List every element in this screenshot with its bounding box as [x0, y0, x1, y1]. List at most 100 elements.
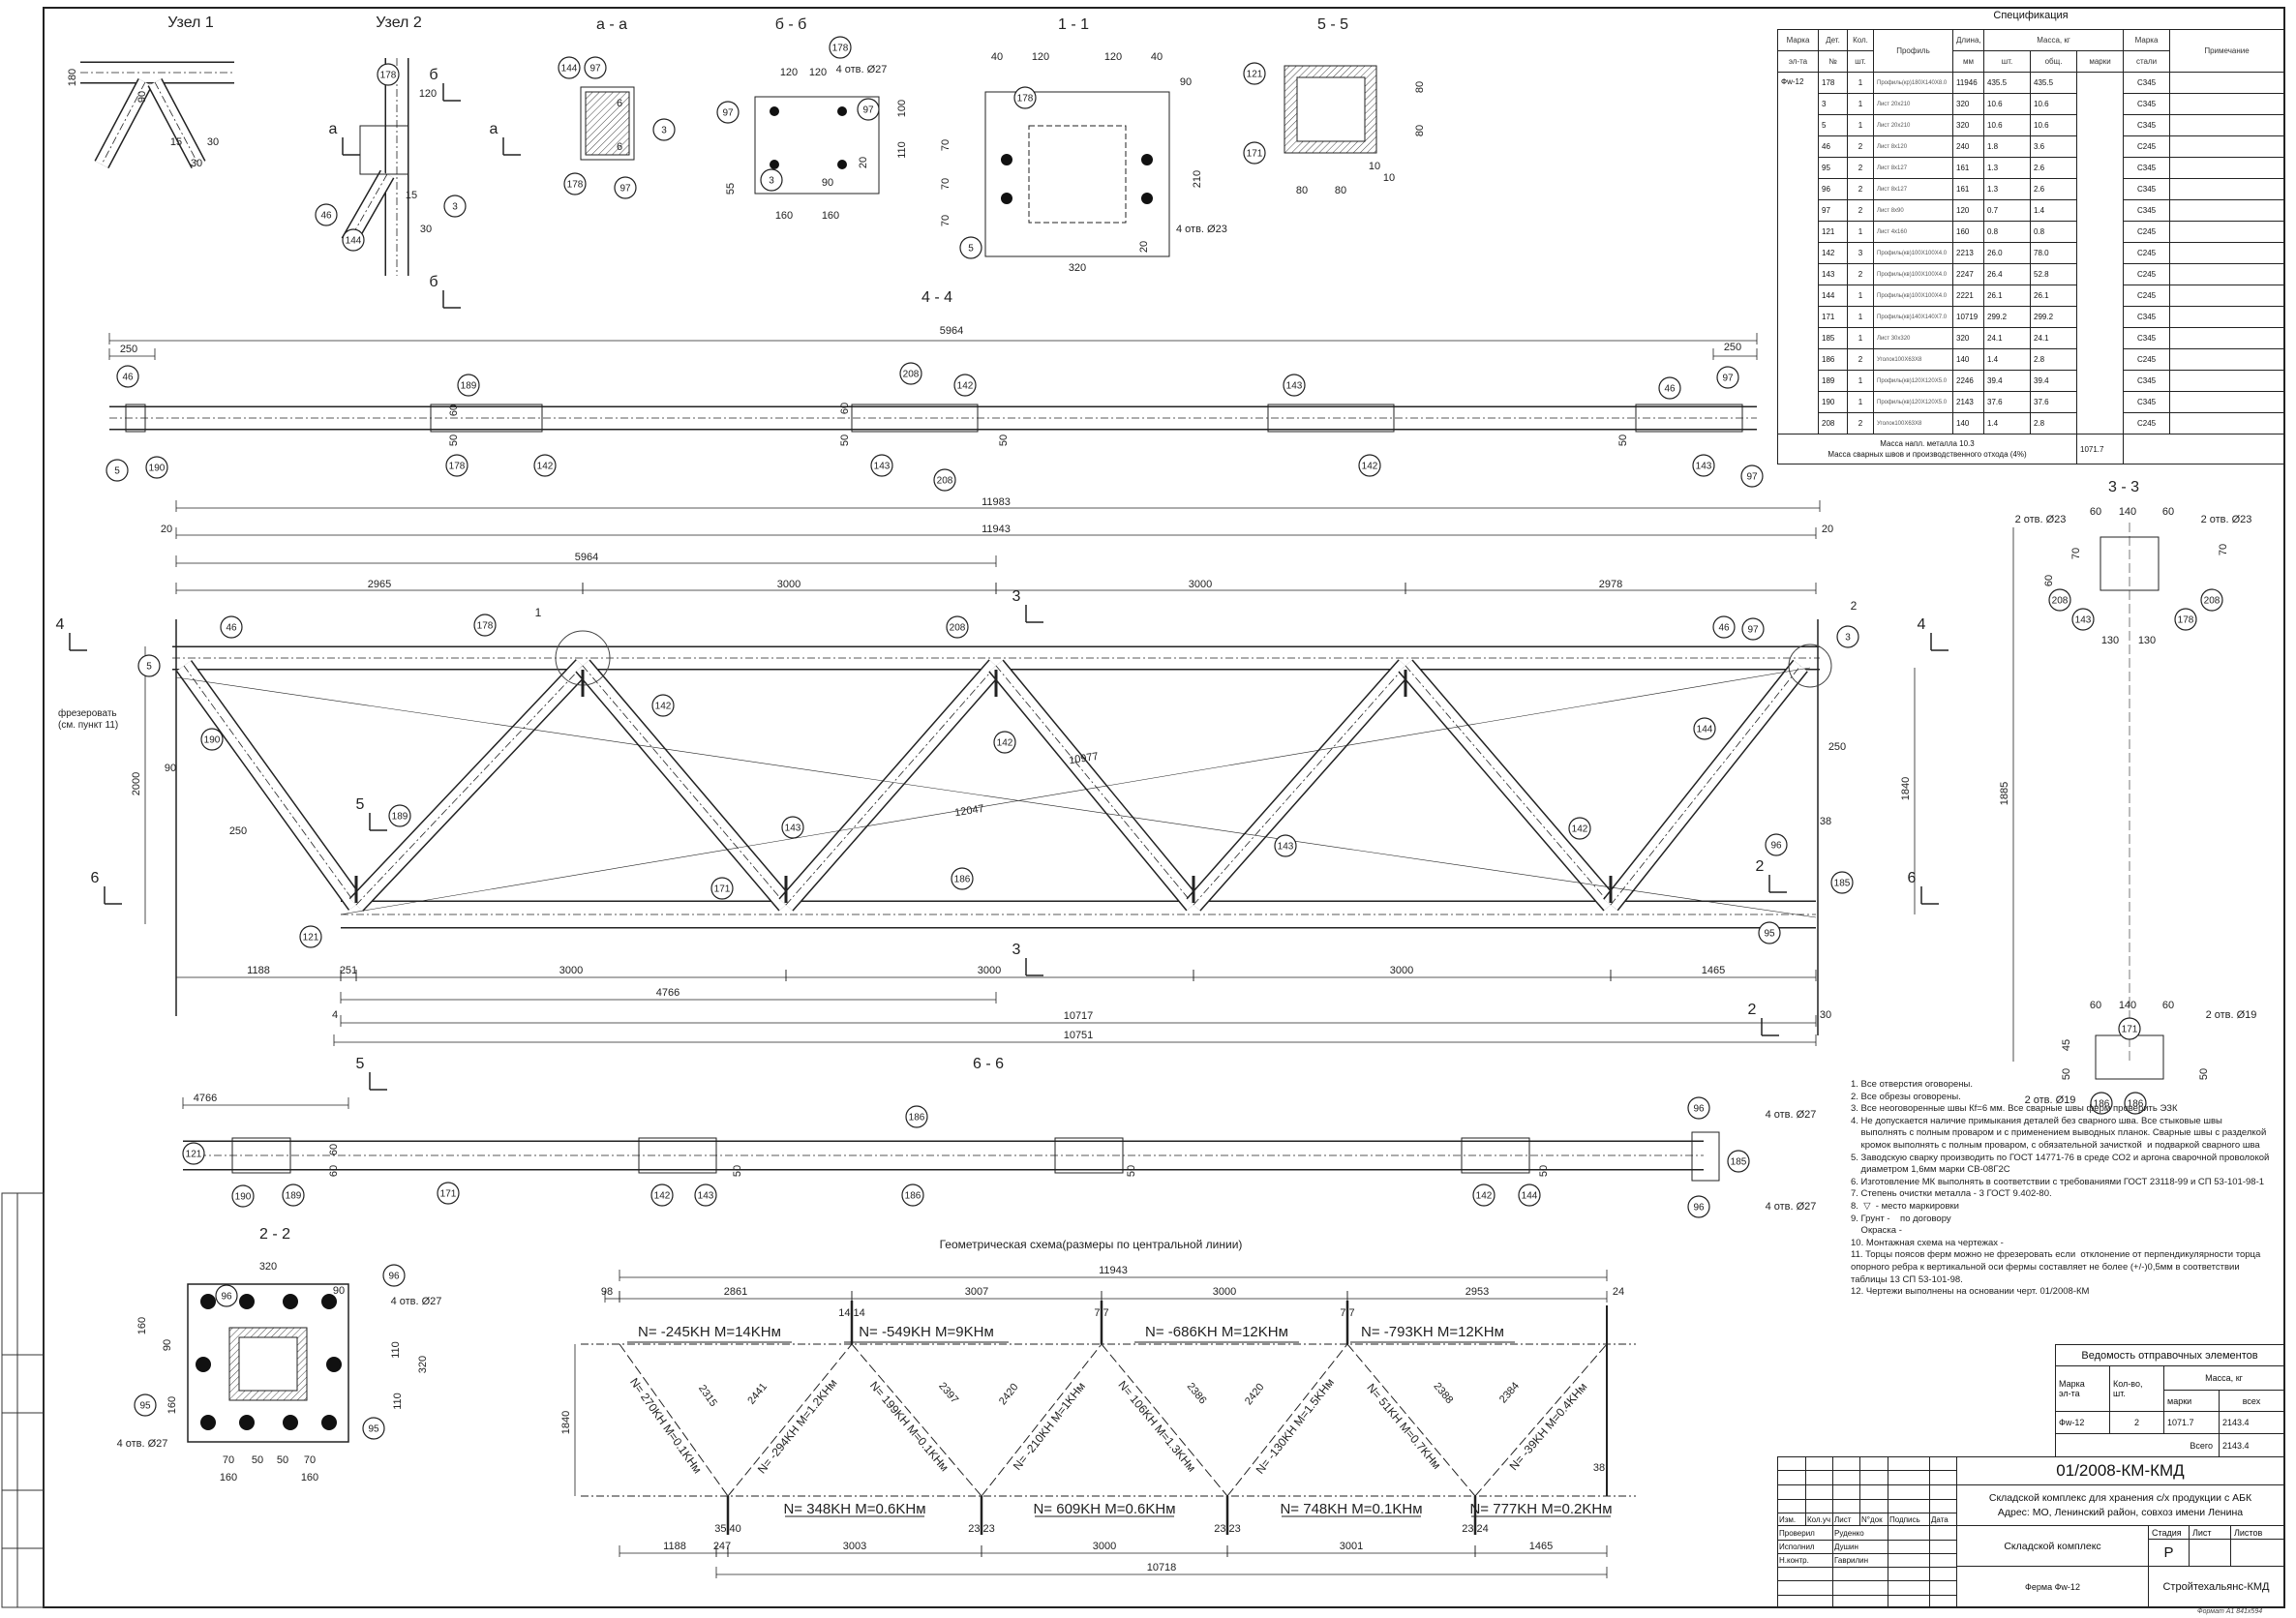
part-number: 208	[937, 476, 953, 487]
dimension-label: 60	[2162, 506, 2174, 518]
vedomost-total-label: Всего	[2055, 1433, 2220, 1457]
part-balloon: 3	[760, 168, 783, 192]
blank-cell	[1929, 1567, 1957, 1581]
dimension-label: 20	[1138, 241, 1150, 253]
part-no: 142	[1818, 242, 1848, 264]
note-cell	[2169, 114, 2284, 136]
section-marker: б	[429, 67, 438, 83]
length: 2246	[1952, 370, 1984, 392]
balloon-circle	[694, 1184, 717, 1207]
revision-col-header: Подпись	[1888, 1513, 1930, 1526]
section-marker: 3	[1012, 942, 1021, 958]
revision-cell	[1777, 1456, 1806, 1471]
part-balloon: 186	[951, 867, 974, 890]
blank-cell	[1777, 1567, 1833, 1581]
note-line: 10. Монтажная схема на чертежах -	[1851, 1237, 2004, 1248]
dimension-label: 6	[617, 98, 622, 109]
revision-cell	[1805, 1484, 1833, 1500]
dimension-label: 50	[252, 1454, 263, 1466]
note-cell	[2169, 263, 2284, 285]
part-number: 97	[619, 184, 631, 195]
part-balloon: 143	[1692, 454, 1715, 477]
date-cell	[1929, 1525, 1957, 1541]
dimension-label: 5964	[575, 552, 598, 563]
part-balloon: 186	[2124, 1092, 2147, 1115]
part-number: 3	[661, 126, 667, 136]
vedomost-title: Ведомость отправочных элементов	[2055, 1344, 2284, 1366]
balloon-circle	[953, 374, 977, 397]
balloon-circle	[1836, 625, 1859, 648]
vedomost-mark: Фw-12	[2055, 1411, 2110, 1434]
revision-cell	[1859, 1484, 1888, 1500]
s22-end-plate	[187, 1283, 349, 1443]
bolt-hole	[321, 1294, 337, 1309]
6-6-connection	[1461, 1137, 1530, 1174]
length: 10719	[1952, 306, 1984, 328]
blank-cell	[1832, 1567, 1888, 1581]
bolt-hole	[770, 106, 779, 116]
dimension-label: 160	[166, 1396, 178, 1414]
part-balloon: 3	[443, 195, 467, 218]
part-number: 95	[139, 1401, 151, 1412]
part-number: 95	[1764, 929, 1775, 940]
qty: 2	[1847, 178, 1874, 200]
project-name: Складской комплекс для хранения с/х прод…	[1956, 1484, 2284, 1526]
dimension-label: 160	[775, 210, 793, 222]
note-cell	[2169, 285, 2284, 307]
hdr-mark-2: эл-та	[1777, 50, 1819, 73]
dimension-label: 40	[991, 51, 1003, 63]
note-line: 3. Все неоговоренные швы Кf=6 мм. Все св…	[1851, 1103, 2178, 1115]
part-number: 96	[1693, 1203, 1705, 1214]
bolt-hole	[283, 1294, 298, 1309]
vedomost-hdr-mass: Масса, кг	[2163, 1365, 2284, 1391]
part-number: 142	[655, 702, 672, 712]
dimension-label: 70	[940, 215, 952, 226]
part-number: 186	[2128, 1099, 2144, 1110]
part-number: 185	[1834, 879, 1851, 889]
diagonal-force: N= 51KH M=0.7KHм	[1364, 1381, 1443, 1472]
balloon-circle	[1243, 62, 1266, 85]
dimension-label: 130	[2138, 635, 2156, 646]
mass-piece: 24.1	[1983, 327, 2031, 349]
vedomost-total: 2143.4	[2219, 1433, 2284, 1457]
section-marker: 2	[1756, 858, 1765, 875]
balloon-circle	[651, 694, 675, 717]
dimension-label: 30	[207, 136, 219, 148]
dimension-label: 10751	[1064, 1030, 1094, 1041]
part-number: 96	[388, 1272, 400, 1282]
part-balloon: 96	[382, 1264, 406, 1287]
part-balloon: 189	[388, 804, 411, 827]
part-number: 143	[785, 824, 801, 834]
note-line: 4. Не допускается наличие примыкания дет…	[1851, 1115, 2222, 1126]
dimension-label: 4 отв. Ø23	[1176, 224, 1227, 235]
4-4-connection	[1267, 404, 1395, 433]
scheme-title: Геометрическая схема(размеры по централь…	[940, 1238, 1243, 1251]
part-number: 46	[320, 211, 332, 222]
balloon-circle	[1830, 871, 1854, 894]
revision-cell	[1929, 1499, 1957, 1513]
dimension-label: 98	[601, 1286, 613, 1298]
length: 2247	[1952, 263, 1984, 285]
bottom-chord-force: N= 609KH M=0.6KHм	[1033, 1501, 1175, 1517]
truss-diagonal-axis	[785, 665, 997, 906]
part-number: 171	[2122, 1025, 2138, 1035]
part-balloon: 208	[899, 362, 922, 385]
balloon-circle	[215, 1284, 238, 1307]
mass-total: 435.5	[2030, 72, 2077, 94]
balloon-circle	[437, 1182, 460, 1205]
dimension-label: 50	[2061, 1068, 2072, 1080]
balloon-circle	[533, 454, 557, 477]
revision-cell	[1832, 1456, 1860, 1471]
role-name: Душин	[1832, 1540, 1888, 1554]
part-balloon: 144	[1518, 1184, 1541, 1207]
bolt-hole	[837, 160, 847, 169]
role-label: Исполнил	[1777, 1540, 1833, 1554]
dimension-label: 30	[191, 158, 202, 169]
mill-note: фрезеровать	[58, 707, 117, 719]
sheet-frame	[43, 7, 2285, 1608]
part-balloon: 186	[2090, 1092, 2113, 1115]
view-title-s55: 5 - 5	[1317, 16, 1348, 33]
